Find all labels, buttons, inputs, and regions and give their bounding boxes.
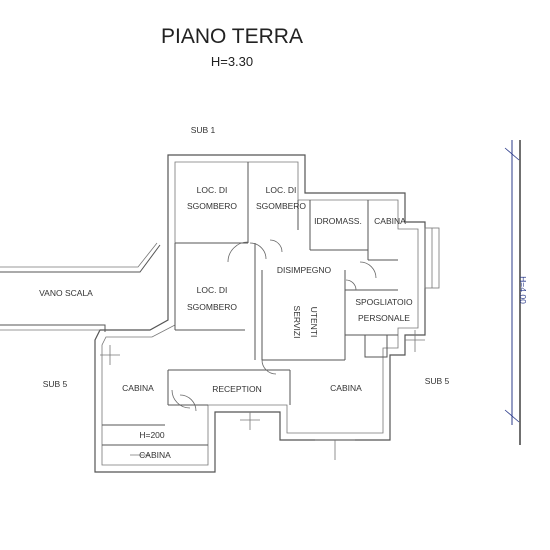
label-sub5-left: SUB 5 bbox=[43, 379, 68, 389]
interior-walls bbox=[102, 162, 398, 446]
plan-title: PIANO TERRA bbox=[161, 25, 303, 48]
label-height-dimension: H=4.00 bbox=[518, 276, 528, 304]
shaft-square bbox=[364, 334, 388, 358]
label-vano-scala: VANO SCALA bbox=[39, 288, 93, 298]
label-spogliatoio-b: PERSONALE bbox=[358, 313, 410, 323]
label-loc-sgombero-2a: LOC. DI bbox=[266, 185, 297, 195]
label-loc-sgombero-1b: SGOMBERO bbox=[187, 201, 237, 211]
label-spogliatoio-a: SPOGLIATOIO bbox=[355, 297, 413, 307]
label-cabina-e: CABINA bbox=[330, 383, 362, 393]
door-swings bbox=[171, 239, 377, 412]
label-loc-sgombero-2b: SGOMBERO bbox=[256, 201, 306, 211]
axis-markers bbox=[100, 330, 425, 460]
label-h200: H=200 bbox=[139, 430, 165, 440]
label-disimpegno: DISIMPEGNO bbox=[277, 265, 332, 275]
height-dimension: H=4.00 bbox=[504, 140, 528, 445]
ceiling-height-note: H=3.30 bbox=[211, 54, 253, 69]
room-labels: SUB 1 VANO SCALA LOC. DI SGOMBERO LOC. D… bbox=[39, 125, 449, 460]
label-loc-sgombero-1a: LOC. DI bbox=[197, 185, 228, 195]
label-loc-sgombero-3b: SGOMBERO bbox=[187, 302, 237, 312]
label-sub1: SUB 1 bbox=[191, 125, 216, 135]
label-idromassaggio: IDROMASS. bbox=[314, 216, 362, 226]
label-cabina-w: CABINA bbox=[122, 383, 154, 393]
label-reception: RECEPTION bbox=[212, 384, 262, 394]
label-cabina-ne: CABINA bbox=[374, 216, 406, 226]
label-sub5-right: SUB 5 bbox=[425, 376, 450, 386]
label-loc-sgombero-3a: LOC. DI bbox=[197, 285, 228, 295]
outer-walls bbox=[94, 154, 426, 473]
label-cabina-s: CABINA bbox=[139, 450, 171, 460]
label-servizi: SERVIZI bbox=[292, 306, 302, 339]
label-utenti: UTENTI bbox=[309, 307, 319, 338]
vano-scala-block bbox=[0, 242, 161, 332]
east-window bbox=[424, 227, 440, 289]
